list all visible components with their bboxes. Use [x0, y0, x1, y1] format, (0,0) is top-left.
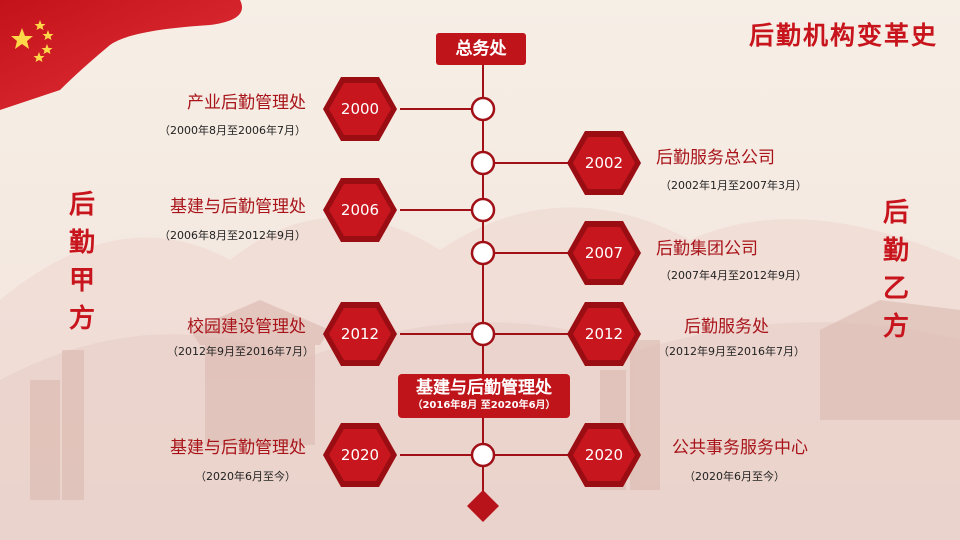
side-label-char: 后 [68, 190, 95, 220]
year-hexagon: 2006 [322, 177, 398, 243]
star-icons [11, 20, 54, 62]
org-period: （2020年6月至今） [684, 470, 785, 483]
middle-node: 基建与后勤管理处 （2016年8月 至2020年6月） [398, 374, 570, 418]
year-label: 2007 [584, 244, 624, 262]
org-name: 公共事务服务中心 [672, 438, 808, 458]
year-hexagon: 2012 [566, 301, 642, 367]
year-label: 2002 [584, 154, 624, 172]
flag-shape [0, 0, 242, 110]
timeline-nodes [470, 96, 496, 468]
middle-node-title: 基建与后勤管理处 [416, 378, 552, 398]
side-label-char: 后 [882, 198, 909, 228]
org-name: 基建与后勤管理处 [170, 438, 306, 458]
side-label-char: 甲 [68, 266, 95, 296]
year-label: 2012 [584, 325, 624, 343]
year-label: 2006 [340, 201, 380, 219]
top-node: 总务处 [436, 33, 526, 65]
year-hexagon: 2012 [322, 301, 398, 367]
org-name: 后勤服务处 [684, 317, 769, 337]
org-name: 基建与后勤管理处 [170, 197, 306, 217]
side-label-char: 勤 [882, 236, 909, 266]
year-hexagon: 2020 [566, 422, 642, 488]
year-label: 2020 [340, 446, 380, 464]
side-label-char: 方 [68, 304, 95, 334]
year-hexagon: 2000 [322, 76, 398, 142]
org-period: （2012年9月至2016年7月） [658, 345, 805, 358]
side-label-char: 乙 [882, 274, 909, 304]
timeline-end-diamond [467, 490, 499, 522]
org-period: （2012年9月至2016年7月） [167, 345, 314, 358]
middle-node-period: （2016年8月 至2020年6月） [412, 400, 556, 411]
org-period: （2007年4月至2012年9月） [660, 269, 807, 282]
org-period: （2006年8月至2012年9月） [159, 229, 306, 242]
org-name: 产业后勤管理处 [187, 93, 306, 113]
org-period: （2002年1月至2007年3月） [660, 179, 807, 192]
year-hexagon: 2002 [566, 130, 642, 196]
org-name: 后勤集团公司 [656, 239, 758, 259]
org-name: 校园建设管理处 [187, 317, 306, 337]
year-label: 2020 [584, 446, 624, 464]
left-side-label: 后勤甲方 [62, 186, 102, 338]
page-title: 后勤机构变革史 [748, 21, 938, 50]
year-hexagon: 2020 [322, 422, 398, 488]
org-period: （2000年8月至2006年7月） [159, 124, 306, 137]
year-label: 2000 [340, 100, 380, 118]
year-label: 2012 [340, 325, 380, 343]
year-hexagon: 2007 [566, 220, 642, 286]
org-period: （2020年6月至今） [195, 470, 296, 483]
side-label-char: 勤 [68, 228, 95, 258]
org-name: 后勤服务总公司 [656, 148, 775, 168]
side-label-char: 方 [882, 312, 909, 342]
right-side-label: 后勤乙方 [876, 194, 916, 346]
